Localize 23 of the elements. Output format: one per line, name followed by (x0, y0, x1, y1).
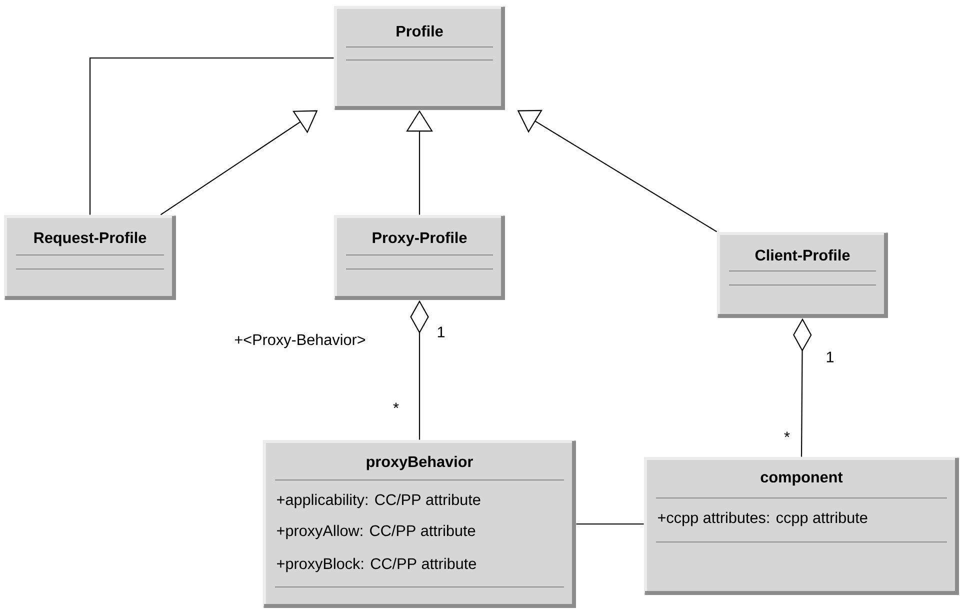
class-name: Client-Profile (755, 249, 850, 261)
class-box (334, 6, 505, 110)
class-box (4, 215, 176, 300)
class-name: proxyBehavior (366, 456, 473, 470)
multiplicity-label: 1 (826, 352, 834, 362)
class-box (334, 215, 505, 300)
multiplicity-label: * (393, 402, 399, 408)
multiplicity-label: * (784, 432, 790, 438)
class-name: Profile (396, 25, 443, 37)
attribute-text: +proxyBlock: CC/PP attribute (277, 558, 476, 572)
class-name: Proxy-Profile (372, 232, 467, 246)
attribute-text: +ccpp attributes: ccpp attribute (658, 512, 868, 526)
attribute-text: +proxyAllow: CC/PP attribute (277, 524, 476, 540)
class-box (644, 457, 959, 595)
association-line (576, 523, 644, 525)
attribute-text: +applicability: CC/PP attribute (277, 494, 480, 508)
class-box (717, 232, 888, 318)
multiplicity-label: 1 (438, 326, 445, 338)
class-name: component (760, 472, 843, 486)
association-line (89, 57, 334, 215)
class-name: Request-Profile (34, 232, 146, 246)
role-label: +<Proxy-Behavior> (234, 334, 366, 348)
class-box (263, 440, 576, 608)
